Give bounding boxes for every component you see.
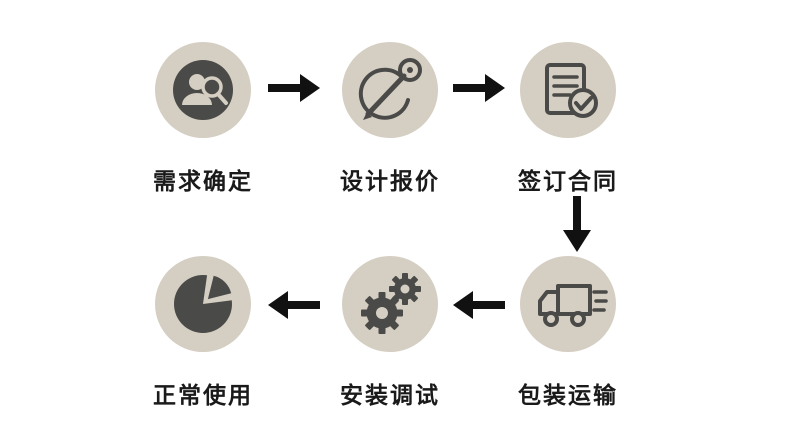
step-circle [342, 256, 438, 352]
step-install-debug: 安装调试 [315, 256, 465, 410]
step-circle [155, 42, 251, 138]
step-circle [342, 42, 438, 138]
gears-icon [342, 256, 438, 352]
step-circle [520, 256, 616, 352]
contract-check-icon [520, 42, 616, 138]
step-packing-shipping: 包装运输 [493, 256, 643, 410]
step-label: 签订合同 [518, 168, 618, 194]
delivery-truck-icon [520, 256, 616, 352]
step-design-quote: 设计报价 [315, 42, 465, 196]
user-search-icon [155, 42, 251, 138]
arrow-left-icon [268, 288, 320, 322]
design-compass-icon [342, 42, 438, 138]
step-label: 设计报价 [340, 168, 440, 194]
step-label: 需求确定 [153, 168, 253, 194]
step-label: 正常使用 [153, 382, 253, 408]
step-circle [520, 42, 616, 138]
arrow-down-icon [560, 196, 594, 252]
step-normal-use: 正常使用 [128, 256, 278, 410]
arrow-right-icon [453, 71, 505, 105]
arrow-right-icon [268, 71, 320, 105]
step-label: 安装调试 [340, 382, 440, 408]
step-label: 包装运输 [518, 382, 618, 408]
arrow-left-icon [453, 288, 505, 322]
step-circle [155, 256, 251, 352]
pie-chart-icon [155, 256, 251, 352]
step-requirements: 需求确定 [128, 42, 278, 196]
step-sign-contract: 签订合同 [493, 42, 643, 196]
